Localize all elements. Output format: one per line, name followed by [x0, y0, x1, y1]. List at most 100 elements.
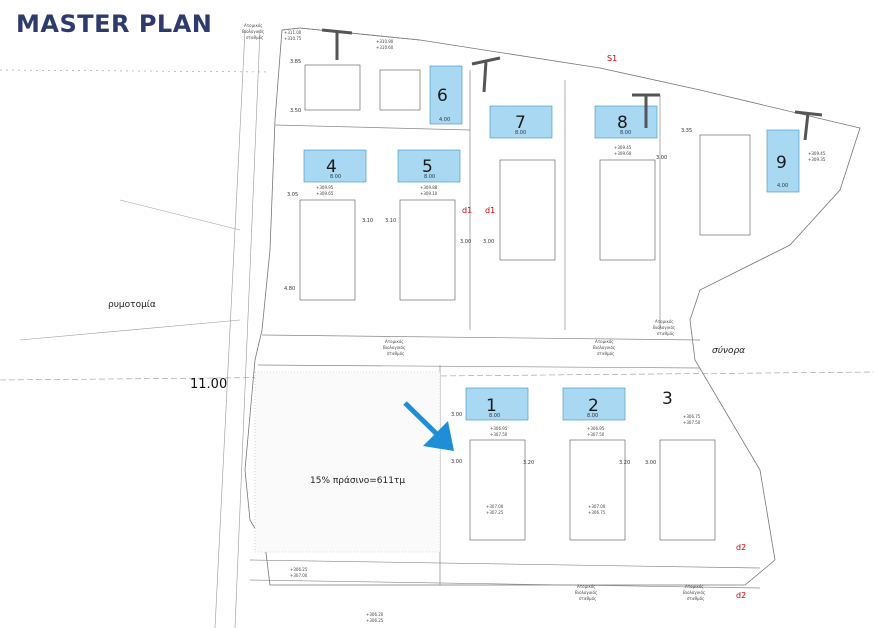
bio-station-label-6: Ατομικός Βιολογικός σταθμός — [242, 23, 264, 40]
bio-station-label-4: Ατομικός Βιολογικός σταθμός — [575, 584, 597, 601]
annotation-arrow — [403, 401, 454, 451]
svg-text:3.00: 3.00 — [483, 239, 494, 245]
svg-text:+306.75: +306.75 — [683, 414, 701, 419]
level-annotations: +306.95 +307.50 +306.95 +307.50 +306.75 … — [284, 30, 826, 623]
svg-text:+307.50: +307.50 — [683, 420, 701, 425]
pool-dim-6: 4.00 — [439, 117, 450, 123]
svg-text:Βιολογικός: Βιολογικός — [383, 345, 405, 350]
green-area — [254, 371, 441, 553]
svg-text:3.10: 3.10 — [362, 218, 373, 224]
bio-station-label-1: Ατομικός Βιολογικός σταθμός — [383, 339, 405, 356]
svg-text:σταθμός: σταθμός — [597, 351, 614, 356]
page-title: MASTER PLAN — [16, 10, 213, 38]
pool-dim-4: 8.00 — [330, 174, 341, 180]
svg-text:+309.65: +309.65 — [316, 191, 334, 196]
site-boundary — [244, 27, 861, 586]
svg-text:Ατομικός: Ατομικός — [385, 339, 404, 344]
svg-text:+309.60: +309.60 — [614, 151, 632, 156]
svg-text:+309.95: +309.95 — [316, 185, 334, 190]
pool-5 — [397, 149, 461, 183]
bio-station-label-5: Ατομικός Βιολογικός σταθμός — [683, 584, 705, 601]
svg-text:Βιολογικός: Βιολογικός — [683, 590, 705, 595]
lot-number-2: 2 — [588, 396, 599, 416]
svg-text:+307.25: +307.25 — [486, 510, 504, 515]
pool-6 — [429, 65, 463, 125]
pool-4 — [303, 149, 367, 183]
label-border: σύνορα — [712, 346, 745, 356]
svg-text:+309.10: +309.10 — [420, 191, 438, 196]
svg-text:+310.60: +310.60 — [376, 45, 394, 50]
svg-text:3.20: 3.20 — [619, 460, 630, 466]
lot-number-9: 9 — [776, 153, 787, 173]
svg-text:+307.00: +307.00 — [486, 504, 504, 509]
label-d1-b: d1 — [485, 206, 495, 215]
svg-text:4.80: 4.80 — [284, 286, 295, 292]
svg-text:3.35: 3.35 — [681, 128, 692, 134]
lot-number-6: 6 — [437, 86, 448, 106]
svg-text:+311.00: +311.00 — [284, 30, 302, 35]
svg-text:3.00: 3.00 — [451, 459, 462, 465]
dimension-labels: 3.00 3.00 3.10 3.10 3.20 3.20 3.85 3.50 … — [284, 59, 692, 466]
lot-number-1: 1 — [486, 396, 497, 416]
svg-text:3.20: 3.20 — [523, 460, 534, 466]
svg-text:+307.00: +307.00 — [588, 504, 606, 509]
pool-2 — [562, 387, 626, 421]
bio-station-label-3: Ατομικός Βιολογικός σταθμός — [653, 319, 675, 336]
svg-text:+309.35: +309.35 — [808, 157, 826, 162]
svg-text:+306.20: +306.20 — [366, 612, 384, 617]
svg-text:σταθμός: σταθμός — [687, 596, 704, 601]
svg-text:3.00: 3.00 — [460, 239, 471, 245]
bio-station-label-2: Ατομικός Βιολογικός σταθμός — [593, 339, 615, 356]
lot-number-7: 7 — [515, 113, 526, 133]
svg-text:Βιολογικός: Βιολογικός — [242, 29, 264, 34]
svg-text:3.00: 3.00 — [645, 460, 656, 466]
svg-text:σταθμός: σταθμός — [246, 35, 263, 40]
svg-text:Βιολογικός: Βιολογικός — [653, 325, 675, 330]
svg-text:+307.00: +307.00 — [290, 573, 308, 578]
access-markers — [321, 28, 823, 141]
svg-text:+306.95: +306.95 — [587, 426, 605, 431]
svg-text:3.85: 3.85 — [290, 59, 301, 65]
svg-text:+309.88: +309.88 — [420, 185, 438, 190]
svg-text:Ατομικός: Ατομικός — [577, 584, 596, 589]
svg-text:+310.75: +310.75 — [284, 36, 302, 41]
svg-text:+310.90: +310.90 — [376, 39, 394, 44]
label-s1: S1 — [607, 54, 617, 63]
svg-text:+306.95: +306.95 — [490, 426, 508, 431]
svg-text:3.10: 3.10 — [385, 218, 396, 224]
lot-number-8: 8 — [617, 113, 628, 133]
pool-dim-8: 8.00 — [620, 130, 631, 136]
pool-7 — [489, 105, 553, 139]
pool-dim-5: 8.00 — [424, 174, 435, 180]
svg-text:Ατομικός: Ατομικός — [655, 319, 674, 324]
svg-text:3.00: 3.00 — [451, 412, 462, 418]
svg-text:+307.50: +307.50 — [587, 432, 605, 437]
svg-text:3.50: 3.50 — [290, 108, 301, 114]
pool-dim-1: 8.00 — [489, 413, 500, 419]
pools — [303, 65, 800, 421]
pool-dim-2: 8.00 — [587, 413, 598, 419]
lot-number-4: 4 — [326, 157, 337, 177]
label-d2-b: d2 — [736, 591, 746, 600]
label-green-area: 15% πράσινο=611τμ — [310, 476, 405, 486]
svg-text:+306.75: +306.75 — [588, 510, 606, 515]
svg-text:σταθμός: σταθμός — [387, 351, 404, 356]
svg-text:3.05: 3.05 — [287, 192, 298, 198]
label-road-width: 11.00 — [190, 377, 227, 392]
svg-text:Βιολογικός: Βιολογικός — [593, 345, 615, 350]
svg-text:+309.45: +309.45 — [808, 151, 826, 156]
svg-text:Ατομικός: Ατομικός — [244, 23, 263, 28]
svg-text:Ατομικός: Ατομικός — [685, 584, 704, 589]
pool-dim-7: 8.00 — [515, 130, 526, 136]
svg-text:+306.25: +306.25 — [366, 618, 384, 623]
svg-text:+309.45: +309.45 — [614, 145, 632, 150]
pool-1 — [465, 387, 529, 421]
svg-text:σταθμός: σταθμός — [579, 596, 596, 601]
label-road: ρυμοτομία — [108, 300, 156, 310]
svg-text:σταθμός: σταθμός — [657, 331, 674, 336]
internal-roads — [249, 70, 761, 589]
svg-text:Ατομικός: Ατομικός — [595, 339, 614, 344]
svg-text:3.00: 3.00 — [656, 155, 667, 161]
pool-dim-9: 4.00 — [777, 183, 788, 189]
